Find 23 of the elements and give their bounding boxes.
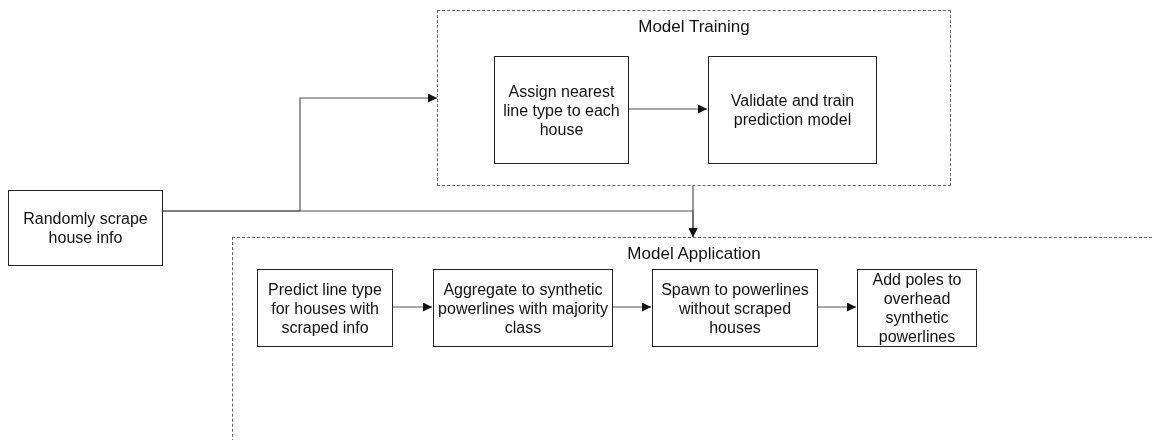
box-label: Aggregate to synthetic powerlines with majority class [438, 279, 608, 337]
arrow [688, 185, 698, 238]
arrow [627, 104, 708, 114]
dashed-group-frame [232, 237, 1154, 440]
process-box [433, 269, 613, 347]
process-box [8, 190, 163, 266]
process-box [494, 56, 629, 164]
box-label: Assign nearest line type to each house [502, 81, 621, 139]
process-box [857, 269, 977, 347]
box-label: Predict line type for houses with scraped info [267, 279, 383, 337]
arrow [611, 302, 652, 312]
dashed-group-frame [437, 10, 951, 186]
box-label: Add poles to overhead synthetic powerlines [871, 270, 963, 346]
process-box [708, 56, 877, 164]
box-label: Spawn to powerlines without scraped houses [660, 279, 810, 337]
arrow [391, 302, 433, 312]
box-label: Validate and train prediction model [729, 91, 856, 129]
arrow [816, 302, 857, 312]
group-title: Model Application [627, 244, 761, 264]
process-box [257, 269, 393, 347]
group-title: Model Training [638, 17, 750, 37]
box-label: Randomly scrape house info [22, 209, 149, 247]
process-box [652, 269, 818, 347]
